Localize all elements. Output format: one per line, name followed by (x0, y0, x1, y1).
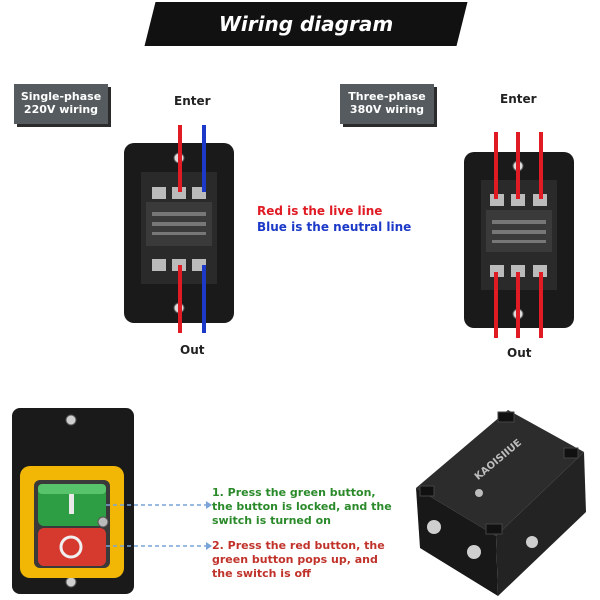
red-arrow-icon (206, 542, 212, 550)
single-phase-tag: Single-phase 220V wiring (14, 84, 108, 124)
green-arrow-icon (206, 501, 212, 509)
three-phase-tag: Three-phase 380V wiring (340, 84, 434, 124)
single-phase-tag-line2: 220V wiring (23, 103, 99, 116)
step-red-line3: the switch is off (212, 567, 311, 580)
three-phase-enter-label: Enter (500, 92, 537, 106)
single-phase-tag-line1: Single-phase (20, 90, 102, 103)
single-phase-enter-label: Enter (174, 94, 211, 108)
page-title: Wiring diagram (218, 12, 394, 36)
step-green-line2: the button is locked, and the (212, 500, 392, 513)
single-phase-out-label: Out (180, 343, 205, 357)
legend-live: Red is the live line (257, 204, 383, 218)
step-green-line1: 1. Press the green button, (212, 486, 376, 499)
step-red-note: 2. Press the red button, the green butto… (212, 539, 392, 581)
three-phase-out-label: Out (507, 346, 532, 360)
step-green-line3: switch is turned on (212, 514, 331, 527)
step-red-line1: 2. Press the red button, the (212, 539, 385, 552)
step-red-line2: green button pops up, and (212, 553, 378, 566)
three-phase-tag-line2: 380V wiring (349, 103, 425, 116)
step-green-note: 1. Press the green button, the button is… (212, 486, 392, 528)
legend-neutral: Blue is the neutral line (257, 220, 412, 234)
push-button-switch-icon (12, 408, 134, 594)
junction-box-icon (416, 410, 586, 596)
three-phase-tag-line1: Three-phase (348, 90, 426, 103)
